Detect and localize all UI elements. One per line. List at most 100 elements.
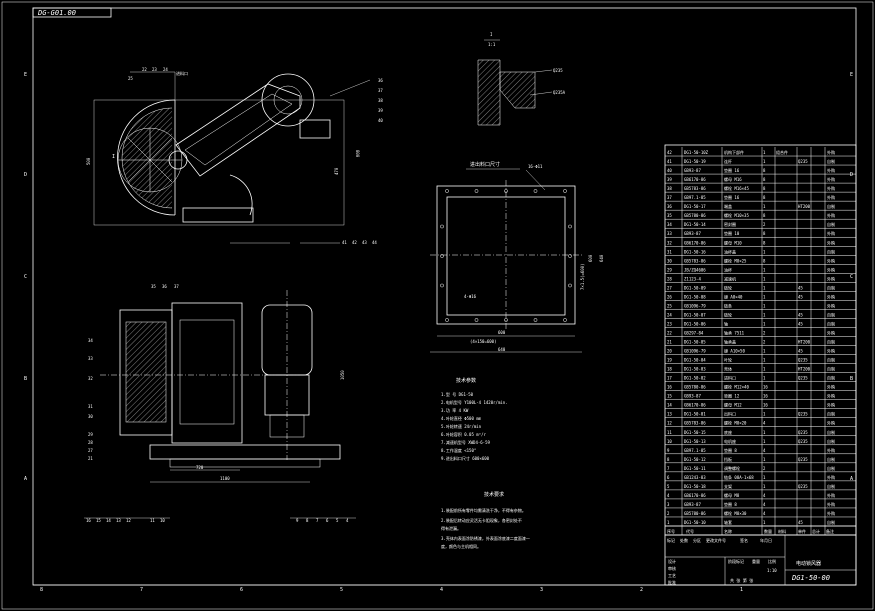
bom-cell: 叶轮 bbox=[724, 357, 732, 363]
bom-cell: 外购 bbox=[827, 266, 835, 272]
leader bbox=[329, 79, 371, 97]
bom-cell: 外购 bbox=[827, 293, 835, 299]
detail-view: I 1:1 Q235 Q235A bbox=[477, 32, 566, 126]
detail-seal bbox=[499, 71, 536, 109]
bom-cell: 27 bbox=[667, 285, 672, 290]
bom-cell: 1 bbox=[763, 204, 766, 209]
bom-cell: Q235 bbox=[798, 376, 808, 381]
left-balloons: 34 33 32 31 30 29 28 27 21 bbox=[88, 338, 93, 461]
bom-cell: 32 bbox=[667, 240, 672, 245]
bom-header-cell: 总计 bbox=[812, 528, 820, 534]
req-line: 2.装配后转动应灵活无卡阻现象，各密封处不 bbox=[441, 517, 522, 523]
title-block: 电动锁风器 DG1-50-00 设计 审核 工艺 批准 标记 处数 分区 更改文… bbox=[664, 534, 857, 586]
drawing-number: DG1-50-00 bbox=[791, 574, 830, 582]
bom-cell: 1 bbox=[763, 303, 766, 308]
change-label: 处数 bbox=[680, 537, 688, 543]
bom-cell: 连杆 bbox=[724, 158, 732, 164]
zone-letter: C bbox=[850, 274, 853, 280]
bom-cell: 机构下部件 bbox=[724, 149, 744, 155]
base-frame bbox=[149, 444, 341, 460]
balloon: 16 bbox=[86, 518, 91, 523]
zone-number: 2 bbox=[640, 587, 643, 593]
bom-cell: 1 bbox=[763, 285, 766, 290]
motor-flange bbox=[261, 73, 315, 127]
bom-cell: 轴 bbox=[724, 320, 728, 326]
bom-cell: DG1-50-14 bbox=[684, 222, 706, 227]
bom-cell: GB5780-86 bbox=[684, 213, 706, 218]
bottom-balloons: 16 15 14 13 12 11 10 9 8 7 6 5 4 bbox=[84, 517, 356, 523]
bom-cell: 垫圈 10 bbox=[724, 230, 740, 236]
sheet-text: 共 张 第 张 bbox=[730, 577, 753, 583]
bom-cell: 外购 bbox=[827, 194, 835, 200]
bom-header-cell: 序号 bbox=[667, 528, 675, 534]
bom-cell: 轴承 7511 bbox=[724, 330, 745, 336]
bom-cell: 螺栓 M8×25 bbox=[724, 257, 747, 263]
req-line: 度，颜色与主机相同。 bbox=[441, 543, 481, 549]
bom-cell: 自制 bbox=[827, 284, 835, 290]
hole-note: 16-Φ11 bbox=[528, 164, 543, 169]
bom-cell: 15 bbox=[667, 394, 672, 399]
tech-params-title: 技术参数 bbox=[456, 377, 476, 384]
role-label: 批准 bbox=[668, 579, 676, 585]
balloon: 38 bbox=[378, 98, 383, 103]
bom-cell: 21 bbox=[667, 340, 672, 345]
bom-cell: 1 bbox=[763, 249, 766, 254]
bom-cell: GB5783-86 bbox=[684, 421, 706, 426]
bom-cell: 1 bbox=[763, 376, 766, 381]
bom-cell: 33 bbox=[667, 231, 672, 236]
zone-letters: E D C B A E D C B A bbox=[24, 72, 853, 482]
bom-cell: 外购 bbox=[827, 239, 835, 245]
bom-cell: 螺栓 M10×35 bbox=[724, 212, 749, 218]
bom-cell: 10 bbox=[667, 439, 672, 444]
motor-bracket bbox=[299, 119, 331, 139]
bom-cell: GB6170-86 bbox=[684, 240, 706, 245]
bolt-hole bbox=[440, 254, 444, 258]
balloon: 24 bbox=[163, 67, 168, 72]
housing-wall bbox=[121, 107, 173, 209]
bom-cell: Q235 bbox=[798, 412, 808, 417]
bom-cell: 垫圈 8 bbox=[724, 501, 737, 507]
balloon: 41 bbox=[342, 240, 347, 245]
change-label: 签名 bbox=[740, 537, 748, 543]
bom-cell: 1 bbox=[763, 475, 766, 480]
role-label: 设计 bbox=[668, 558, 676, 564]
bom-cell: 外购 bbox=[827, 176, 835, 182]
bom-cell: 外购 bbox=[827, 302, 835, 308]
bom-cell: 1 bbox=[763, 267, 766, 272]
balloon: 40 bbox=[378, 118, 383, 123]
bom-cell: 8 bbox=[667, 457, 670, 462]
param-line: 6.叶轮容积 0.05 m³/r bbox=[441, 431, 486, 437]
zone-number: 1 bbox=[740, 587, 743, 593]
bom-cell: 4 bbox=[763, 493, 766, 498]
bom-cell: 垫圈 8 bbox=[724, 447, 737, 453]
bom-cell: 外购 bbox=[827, 420, 835, 426]
bom-cell: 螺栓 M8×20 bbox=[724, 420, 747, 426]
bom-cell: 自制 bbox=[827, 438, 835, 444]
drive-arm bbox=[175, 83, 301, 177]
bom-cell: 45 bbox=[798, 312, 803, 317]
bom-cell: JB/ZQ4606 bbox=[684, 267, 706, 272]
bom-cell: 挡板 bbox=[724, 456, 732, 462]
detail-note: Q235 bbox=[553, 68, 563, 73]
bom-cell: DG1-50-13 bbox=[684, 439, 706, 444]
bolt-hole bbox=[440, 283, 444, 288]
bom-cell: 4 bbox=[763, 502, 766, 507]
bolt-hole bbox=[533, 318, 538, 322]
bom-cell: 外购 bbox=[827, 167, 835, 173]
balloon: 21 bbox=[88, 456, 93, 461]
bolt-hole bbox=[563, 189, 567, 193]
bom-cell: DG1-50-16 bbox=[684, 249, 706, 254]
change-label: 年月日 bbox=[760, 537, 772, 543]
req-line: 3.壳体内表面涂防锈漆，外表面涂底漆二度面漆一 bbox=[441, 535, 530, 541]
zone-letter: E bbox=[24, 72, 27, 78]
bom-cell: 2 bbox=[763, 466, 766, 471]
bolt-hole bbox=[445, 189, 449, 193]
balloon: 37 bbox=[378, 88, 383, 93]
bom-cell: 自制 bbox=[827, 203, 835, 209]
bom-cell: 40 bbox=[667, 168, 672, 173]
bom-cell: 进料口 bbox=[724, 375, 736, 381]
balloon: 22 bbox=[142, 67, 147, 72]
dim-text: 600 bbox=[588, 254, 593, 262]
